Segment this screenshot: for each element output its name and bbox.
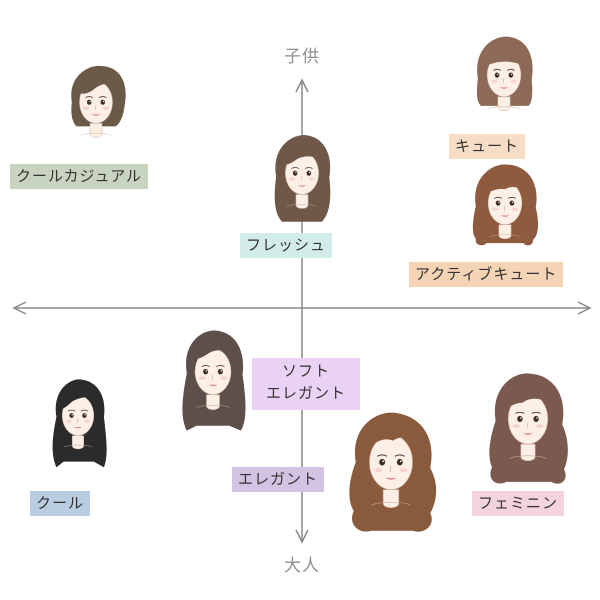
- face-cool-casual: [55, 60, 137, 158]
- face-feminine: [483, 362, 573, 492]
- tag-fresh: フレッシュ: [240, 233, 333, 258]
- hairstyle-illustration: [182, 330, 246, 431]
- tag-cool-casual: クールカジュアル: [10, 164, 149, 189]
- hairstyle-illustration: [476, 36, 533, 112]
- hairstyle-illustration: [472, 164, 539, 246]
- tag-feminine: フェミニン: [472, 491, 565, 516]
- tag-elegant: エレガント: [232, 467, 325, 492]
- face-elegant: [342, 406, 440, 536]
- face-active-cute: [462, 160, 548, 260]
- hairstyle-illustration: [52, 379, 107, 468]
- horizontal-arrow-right: [577, 301, 592, 315]
- tag-soft-elegant-line1: ソフトエレガント: [252, 358, 360, 410]
- tag-cool: クール: [30, 491, 91, 516]
- face-cool: [42, 362, 114, 482]
- face-soft-elegant: [172, 318, 254, 440]
- vertical-arrow-top: [295, 78, 309, 93]
- tag-active-cute: アクティブキュート: [409, 262, 564, 287]
- face-cute: [465, 32, 543, 132]
- tag-cute: キュート: [449, 134, 526, 159]
- horizontal-arrow-left: [12, 301, 27, 315]
- face-fresh: [264, 130, 340, 230]
- axis-label-top: 子供: [284, 47, 320, 67]
- hairstyle-illustration: [349, 412, 437, 532]
- hairstyle-illustration: [274, 135, 331, 222]
- hairstyle-illustration: [71, 65, 126, 138]
- axis-label-bottom: 大人: [284, 556, 320, 576]
- hairstyle-illustration: [489, 373, 568, 484]
- vertical-arrow-bottom: [295, 529, 309, 544]
